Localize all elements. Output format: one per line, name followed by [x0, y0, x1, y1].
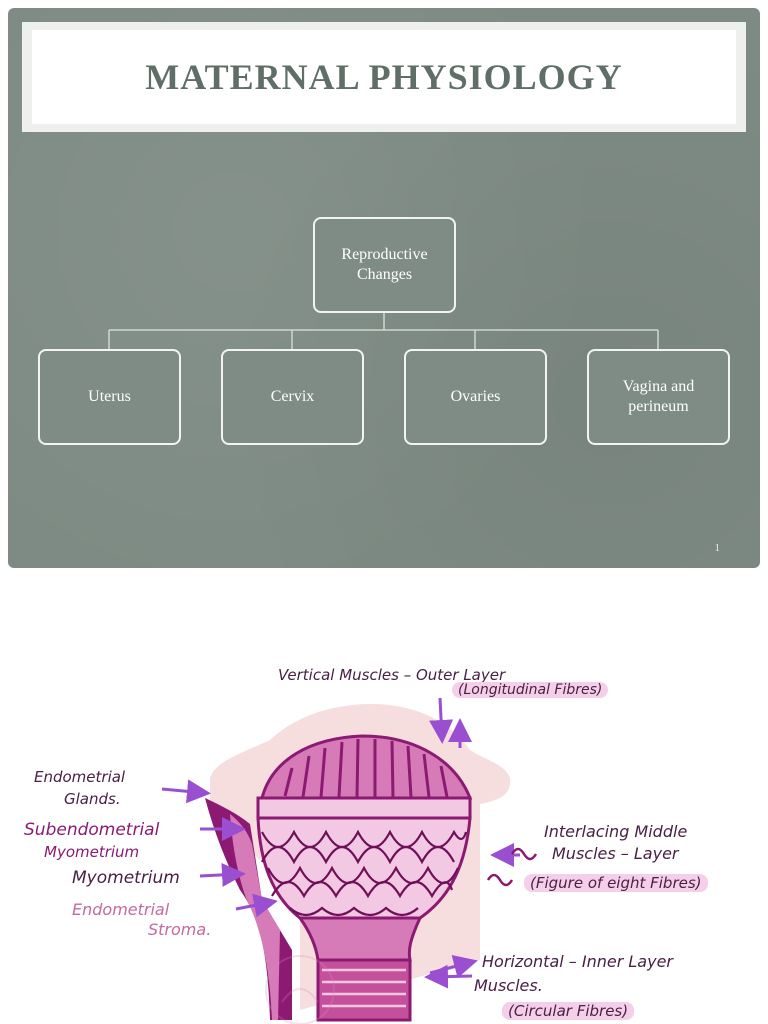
label-endometrial-stroma-2: Stroma. — [148, 920, 211, 939]
label-figure-eight: (Figure of eight Fibres) — [524, 874, 708, 892]
label-endometrial-glands-2: Glands. — [64, 790, 121, 808]
node-vagina-perineum: Vagina and perineum — [587, 349, 730, 445]
label-myometrium: Myometrium — [72, 868, 180, 888]
label-subendometrial-2: Myometrium — [44, 843, 139, 861]
node-uterus: Uterus — [38, 349, 181, 445]
label-endometrial-stroma: Endometrial — [72, 900, 169, 919]
slide-number: 1 — [715, 542, 721, 554]
label-endometrial-glands: Endometrial — [34, 768, 125, 786]
label-horizontal-2: Muscles. — [474, 976, 543, 995]
node-cervix: Cervix — [221, 349, 364, 445]
label-longitudinal: (Longitudinal Fibres) — [452, 682, 608, 698]
node-label: Ovaries — [451, 387, 501, 407]
label-interlacing-2: Muscles – Layer — [552, 844, 678, 863]
label-subendometrial: Subendometrial — [24, 820, 159, 840]
node-ovaries: Ovaries — [404, 349, 547, 445]
node-label: Reproductive Changes — [325, 245, 444, 285]
slide: MATERNAL PHYSIOLOGY Reproductive Changes… — [8, 8, 760, 568]
node-reproductive-changes: Reproductive Changes — [313, 217, 456, 313]
node-label: Uterus — [88, 387, 131, 407]
node-label: Vagina and perineum — [599, 377, 718, 417]
label-circular: (Circular Fibres) — [502, 1002, 634, 1020]
label-interlacing: Interlacing Middle — [544, 822, 687, 841]
label-horizontal: Horizontal – Inner Layer — [482, 952, 673, 971]
cervix-section — [300, 918, 420, 960]
node-label: Cervix — [271, 387, 315, 407]
uterine-muscle-diagram: Vertical Muscles – Outer Layer (Longitud… — [0, 600, 768, 1024]
